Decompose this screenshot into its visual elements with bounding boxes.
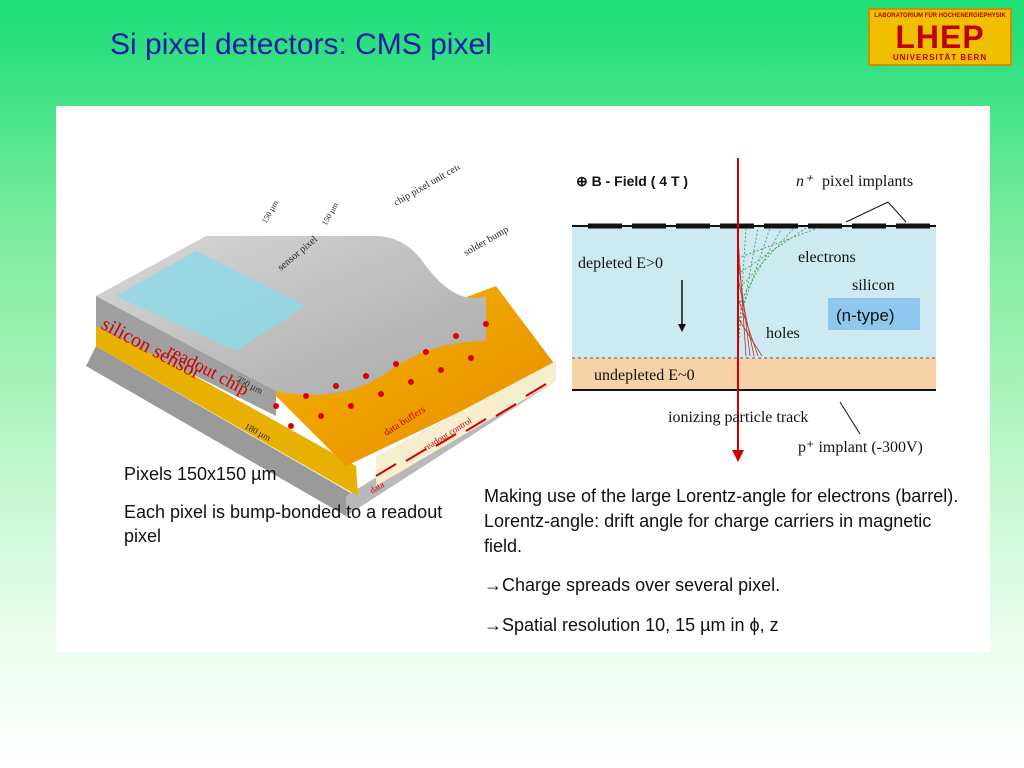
lorentz-angle-diagram: ⊕ B - Field ( 4 T ) n⁺ pixel implants el… bbox=[572, 158, 936, 462]
chip-base-side bbox=[86, 346, 356, 516]
label-p-implant: p⁺ implant (-300V) bbox=[798, 439, 923, 456]
undepleted-region bbox=[572, 358, 936, 390]
charge-spread-text: →Charge spreads over several pixel. bbox=[484, 575, 781, 595]
slide-title: Si pixel detectors: CMS pixel bbox=[110, 28, 492, 61]
label-pixel-implants: pixel implants bbox=[822, 173, 913, 190]
implant-pointer-right bbox=[887, 201, 907, 223]
label-solder-bump: solder bump bbox=[462, 224, 511, 258]
content-panel: silicon sensor 250 µm readout chip 180 µ… bbox=[56, 106, 990, 652]
logo-bottom-text: UNIVERSITÄT BERN bbox=[892, 53, 988, 62]
data-arrows bbox=[375, 383, 547, 477]
pixel-detector-diagram: silicon sensor 250 µm readout chip 180 µ… bbox=[86, 166, 556, 516]
label-n-sup: n⁺ bbox=[796, 173, 814, 190]
label-silicon: silicon bbox=[852, 277, 895, 294]
spatial-resolution-text: →Spatial resolution 10, 15 µm in ϕ, z bbox=[484, 615, 779, 635]
label-electrons: electrons bbox=[798, 249, 856, 266]
field-arrowhead bbox=[678, 324, 686, 332]
sensor-side bbox=[96, 296, 276, 416]
label-depleted: depleted E>0 bbox=[578, 255, 663, 272]
lhep-logo: LABORATORIUM FÜR HOCHENERGIEPHYSIK LHEP … bbox=[868, 8, 1012, 66]
sensor-pixels bbox=[116, 251, 306, 351]
label-bfield: ⊕ B - Field ( 4 T ) bbox=[576, 173, 688, 189]
logo-main-text: LHEP bbox=[895, 19, 985, 55]
label-n-type: (n-type) bbox=[836, 306, 895, 325]
n-type-box bbox=[828, 298, 920, 330]
bump-bonded-text: Each pixel is bump-bonded to a readout p… bbox=[124, 502, 443, 546]
label-pitch-a: 150 µm bbox=[260, 198, 281, 225]
label-undepleted: undepleted E~0 bbox=[594, 367, 695, 384]
implant-pointer-left bbox=[845, 201, 889, 223]
depleted-region bbox=[572, 226, 936, 358]
hole-drift-lines bbox=[737, 237, 763, 357]
label-pitch-b: 150 µm bbox=[320, 200, 341, 227]
label-chip-pixel-unit-cell: chip pixel unit cell bbox=[392, 166, 462, 209]
lorentz-angle-text: Making use of the large Lorentz-angle fo… bbox=[484, 486, 959, 556]
logo-top-text: LABORATORIUM FÜR HOCHENERGIEPHYSIK bbox=[874, 13, 1006, 19]
label-holes: holes bbox=[766, 325, 800, 342]
pixel-size-text: Pixels 150x150 µm bbox=[124, 464, 277, 484]
particle-track-arrowhead bbox=[732, 450, 744, 462]
electron-drift-lines bbox=[737, 227, 819, 355]
solder-bumps bbox=[273, 321, 489, 429]
readout-chip-side bbox=[96, 321, 358, 496]
label-ionizing-track: ionizing particle track bbox=[668, 409, 808, 426]
p-implant-pointer bbox=[839, 401, 861, 435]
readout-periphery bbox=[376, 361, 556, 486]
